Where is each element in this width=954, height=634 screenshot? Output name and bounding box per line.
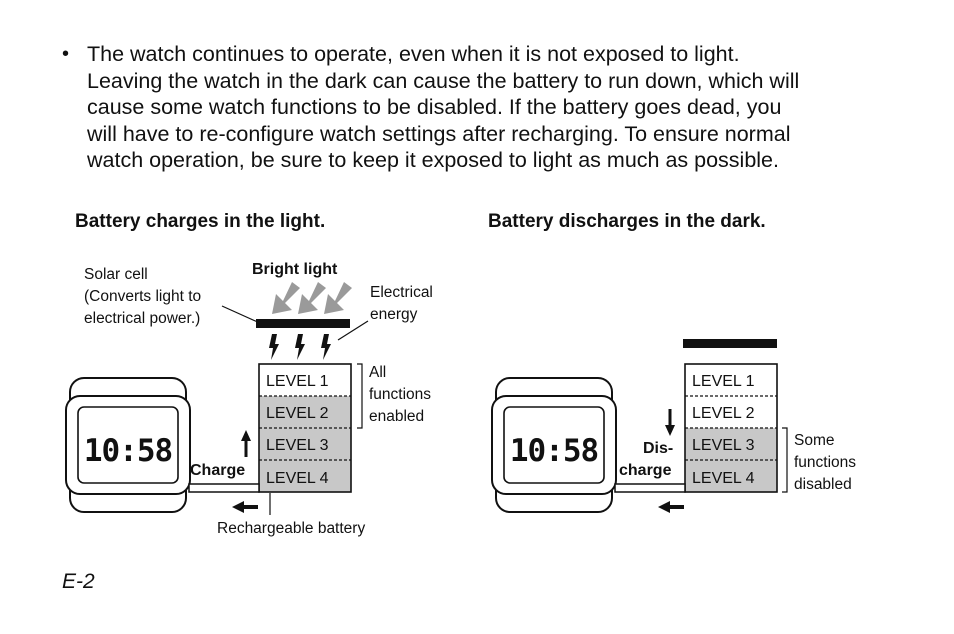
lightning-bolt-icon bbox=[295, 334, 305, 360]
charge-heading: Battery charges in the light. bbox=[75, 211, 326, 232]
charged-level-fill bbox=[259, 396, 351, 492]
bright-light-label: Bright light bbox=[252, 261, 338, 278]
paragraph-line: The watch continues to operate, even whe… bbox=[87, 42, 740, 66]
level-label: LEVEL 3 bbox=[266, 437, 329, 454]
level-label: LEVEL 3 bbox=[692, 437, 755, 454]
charge-label: Charge bbox=[190, 462, 245, 479]
battery-cable bbox=[614, 483, 686, 493]
light-arrow bbox=[324, 282, 352, 314]
paragraph-line: cause some watch functions to be disable… bbox=[87, 95, 782, 119]
discharge-label: charge bbox=[619, 462, 672, 479]
lightning-bolt-icon bbox=[321, 334, 331, 360]
watch-time: 10:58 bbox=[84, 433, 172, 469]
solar-cell-label: electrical power.) bbox=[84, 310, 200, 327]
energy-pointer bbox=[337, 320, 369, 341]
paragraph-line: Leaving the watch in the dark can cause … bbox=[87, 68, 800, 93]
current-left-arrow-icon bbox=[232, 501, 258, 513]
solar-cell-label: (Converts light to bbox=[84, 288, 201, 305]
page-number: E-2 bbox=[62, 570, 95, 593]
electrical-energy-label: energy bbox=[370, 306, 418, 323]
charge-diagram: Solar cell (Converts light to electrical… bbox=[65, 261, 433, 537]
light-arrow bbox=[272, 282, 300, 314]
levels-bracket bbox=[357, 363, 363, 429]
some-functions-label: functions bbox=[794, 454, 856, 471]
all-functions-label: enabled bbox=[369, 408, 424, 425]
paragraph-line: watch operation, be sure to keep it expo… bbox=[87, 148, 779, 172]
paragraph-line: will have to re-configure watch settings… bbox=[87, 121, 791, 146]
discharge-heading: Battery discharges in the dark. bbox=[488, 211, 766, 232]
watch-display bbox=[503, 406, 605, 484]
lightning-bolts bbox=[269, 334, 331, 360]
discharge-label: Dis- bbox=[643, 440, 673, 457]
watch-illustration: 10:58 bbox=[491, 377, 617, 513]
light-arrow bbox=[298, 282, 326, 314]
level-label: LEVEL 1 bbox=[692, 373, 755, 390]
dark-solar-cell-panel bbox=[683, 339, 777, 348]
bullet-mark: • bbox=[62, 43, 70, 65]
some-functions-label: Some bbox=[794, 432, 835, 449]
some-functions-label: disabled bbox=[794, 476, 852, 493]
level-label: LEVEL 1 bbox=[266, 373, 329, 390]
level-label: LEVEL 4 bbox=[266, 470, 329, 487]
level-label: LEVEL 2 bbox=[692, 405, 755, 422]
level-label: LEVEL 2 bbox=[266, 405, 329, 422]
current-left-arrow-icon bbox=[658, 501, 684, 513]
discharge-diagram: LEVEL 1 LEVEL 2 LEVEL 3 LEVEL 4 Some fun… bbox=[491, 339, 856, 513]
light-arrows bbox=[272, 282, 352, 314]
lightning-bolt-icon bbox=[269, 334, 279, 360]
electrical-energy-label: Electrical bbox=[370, 284, 433, 301]
discharge-down-arrow-icon bbox=[665, 409, 675, 436]
charge-up-arrow-icon bbox=[241, 430, 251, 457]
solar-cell-label: Solar cell bbox=[84, 266, 148, 283]
solar-cell-pointer bbox=[221, 305, 263, 325]
battery-cable bbox=[188, 483, 260, 493]
solar-cell-panel bbox=[256, 319, 350, 328]
watch-illustration: 10:58 bbox=[65, 377, 191, 513]
watch-time: 10:58 bbox=[510, 433, 598, 469]
watch-display bbox=[77, 406, 179, 484]
all-functions-label: All bbox=[369, 364, 386, 381]
battery-label: Rechargeable battery bbox=[217, 520, 365, 537]
levels-bracket bbox=[782, 427, 788, 493]
level-label: LEVEL 4 bbox=[692, 470, 755, 487]
all-functions-label: functions bbox=[369, 386, 431, 403]
